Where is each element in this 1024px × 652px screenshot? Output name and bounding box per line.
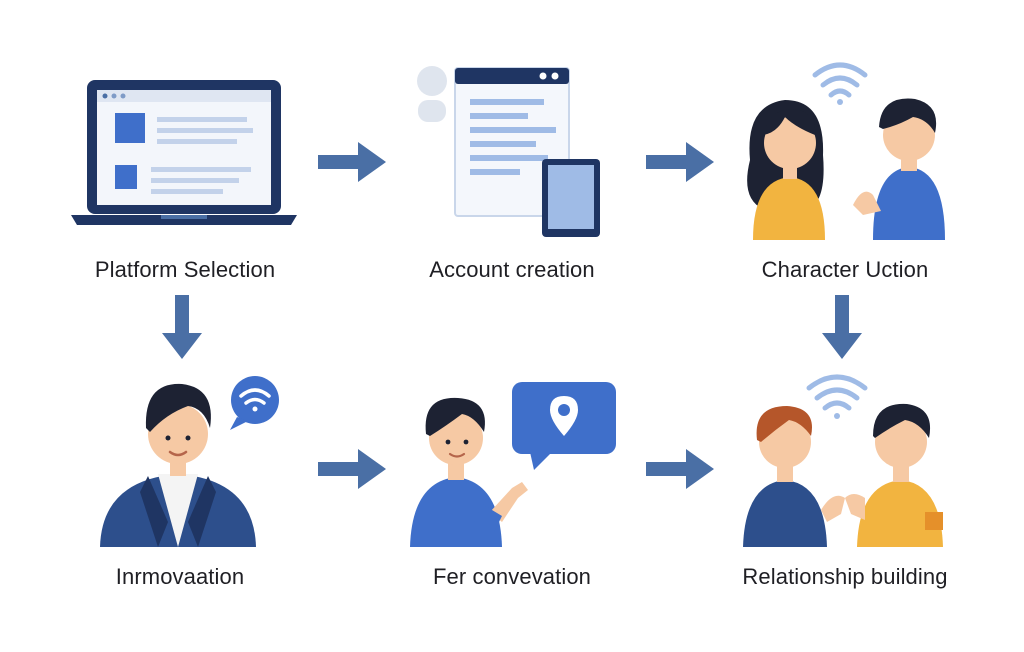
woman-avatar [747, 100, 825, 240]
step-inrmovaation: Inrmovaation [30, 362, 330, 652]
wifi-icon [812, 62, 868, 105]
location-pin-icon [550, 396, 578, 436]
arrow-right-icon [318, 447, 388, 491]
person-avatar [100, 383, 256, 547]
arrow-down-icon [160, 295, 204, 361]
step-label: Platform Selection [94, 257, 276, 282]
man-avatar [853, 98, 945, 240]
step-label: Character Uction [761, 257, 929, 282]
step-label: Fer convevation [432, 564, 592, 589]
arrow-right-icon [646, 447, 716, 491]
step-label: Relationship building [742, 564, 948, 589]
wifi-icon [239, 388, 271, 412]
step-character-uction: Character Uction [695, 55, 995, 345]
phone-icon [542, 159, 600, 237]
arrow-down-icon [820, 295, 864, 361]
arrow-right-icon [646, 140, 716, 184]
laptop-icon [71, 80, 297, 225]
boy-avatar [410, 397, 528, 547]
step-platform-selection: Platform Selection [35, 55, 335, 345]
arrow-right-icon [318, 140, 388, 184]
chat-bubble-icon [512, 382, 616, 470]
step-label: Account creation [429, 257, 595, 282]
wifi-icon [806, 374, 868, 419]
chat-bubble-icon [230, 376, 279, 430]
user-placeholder-icon [417, 66, 447, 122]
browser-window-icon [454, 67, 570, 217]
step-label: Inrmovaation [115, 564, 245, 589]
step-account-creation: Account creation [362, 55, 662, 345]
man-avatar-right [845, 403, 943, 547]
man-avatar-left [743, 406, 845, 547]
step-fer-convevation: Fer convevation [362, 362, 662, 652]
step-relationship-building: Relationship building [695, 362, 995, 652]
